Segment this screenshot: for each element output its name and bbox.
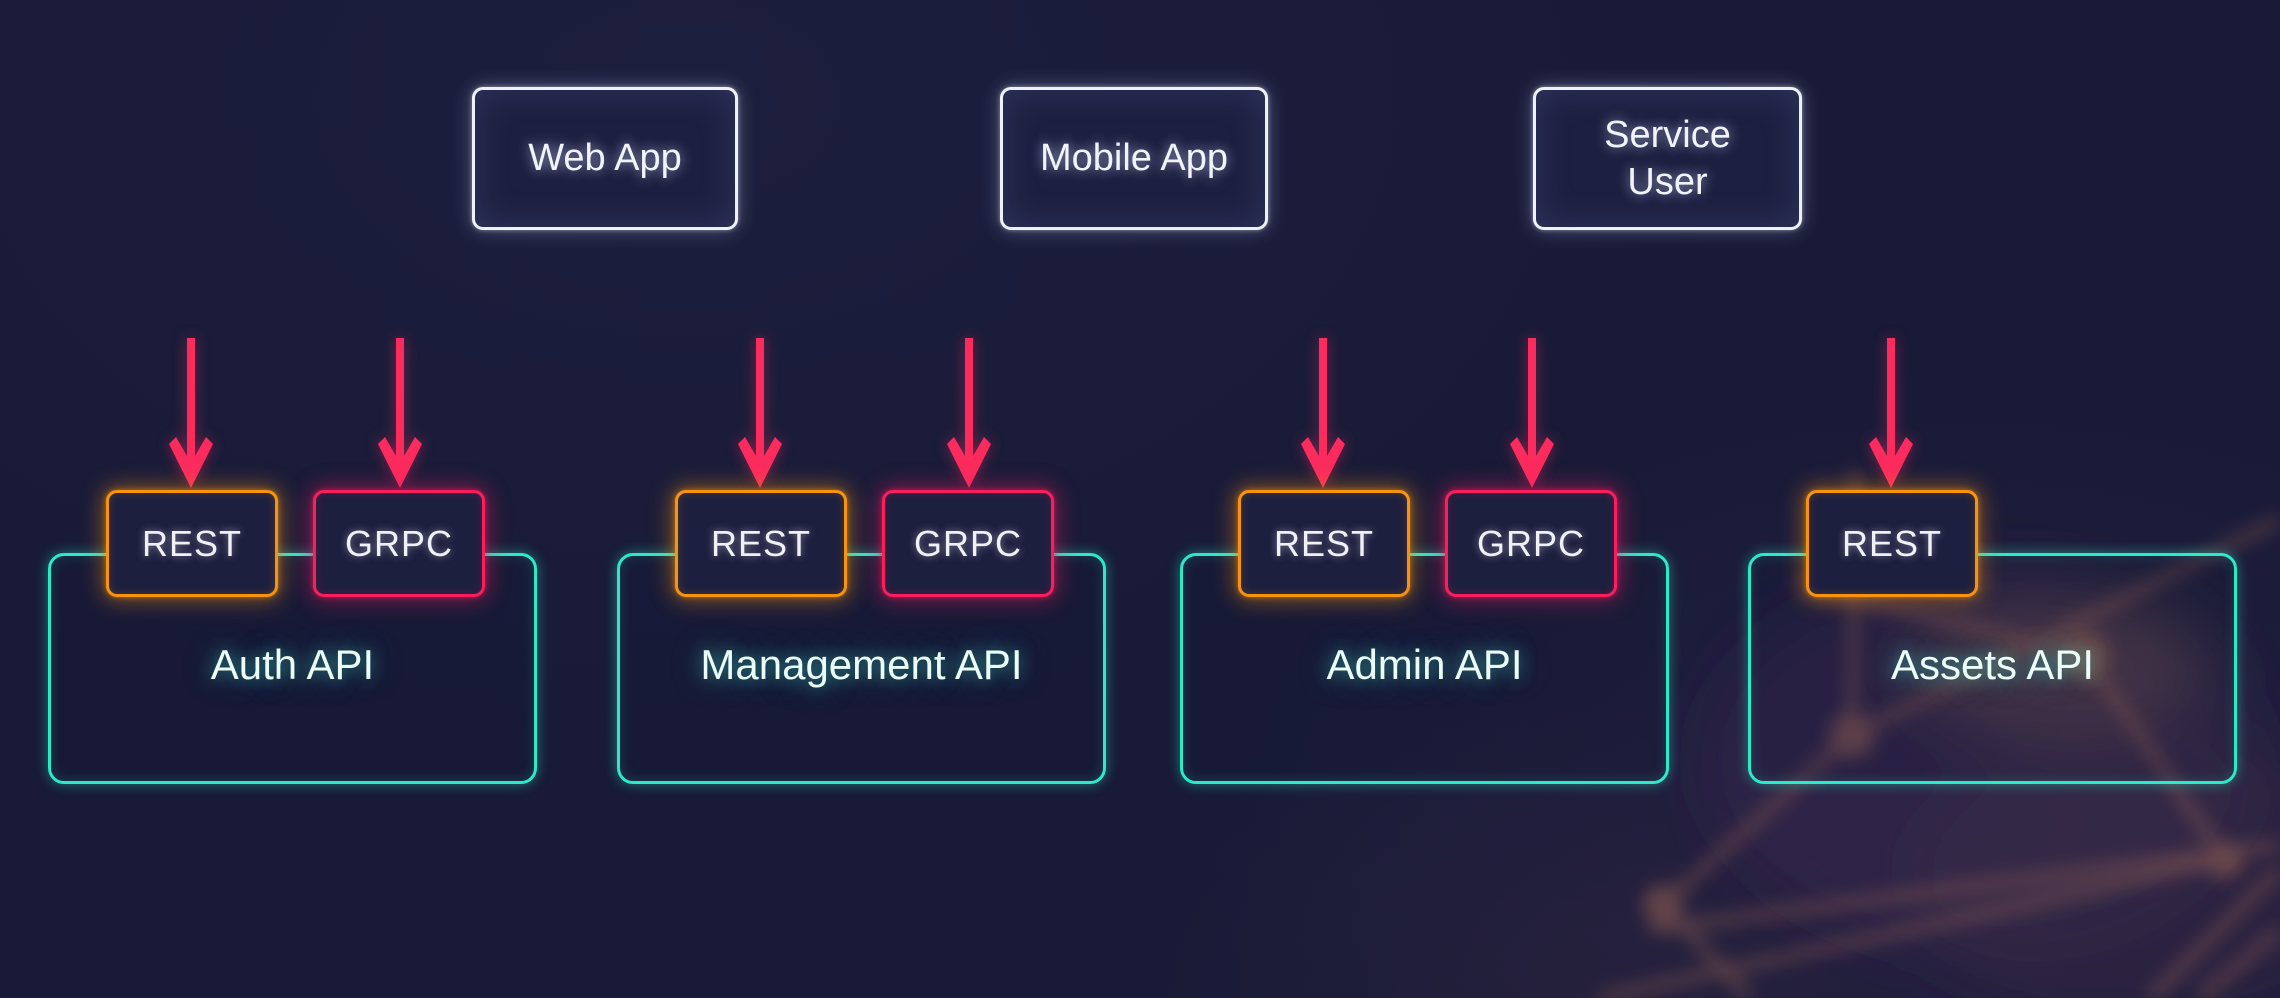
api-label: Auth API	[210, 641, 375, 688]
protocol-tag-rest: REST	[106, 490, 278, 597]
protocol-tag-grpc: GRPC	[1445, 490, 1617, 597]
protocol-tag-rest: REST	[675, 490, 847, 597]
client-label: Mobile App	[1039, 137, 1228, 180]
protocol-label: REST	[1841, 522, 1942, 564]
protocol-label: GRPC	[1476, 522, 1585, 564]
protocol-label: REST	[1273, 522, 1374, 564]
client-box-web-app: Web App	[472, 87, 738, 230]
api-group-admin: Admin API REST GRPC	[1180, 0, 1669, 998]
client-box-mobile-app: Mobile App	[1000, 87, 1268, 230]
api-group-management: Management API REST GRPC	[617, 0, 1106, 998]
client-box-service-user: Service User	[1533, 87, 1802, 230]
protocol-tag-grpc: GRPC	[313, 490, 485, 597]
api-label: Management API	[700, 641, 1023, 688]
api-label: Assets API	[1890, 641, 2095, 688]
protocol-label: GRPC	[344, 522, 453, 564]
protocol-label: REST	[710, 522, 811, 564]
protocol-tag-grpc: GRPC	[882, 490, 1054, 597]
client-label: Service User	[1604, 114, 1731, 203]
client-label: Web App	[528, 137, 682, 180]
protocol-label: REST	[141, 522, 242, 564]
api-group-assets: Assets API REST	[1748, 0, 2237, 998]
protocol-label: GRPC	[913, 522, 1022, 564]
api-label: Admin API	[1326, 641, 1523, 688]
api-group-auth: Auth API REST GRPC	[48, 0, 537, 998]
protocol-tag-rest: REST	[1806, 490, 1978, 597]
protocol-tag-rest: REST	[1238, 490, 1410, 597]
